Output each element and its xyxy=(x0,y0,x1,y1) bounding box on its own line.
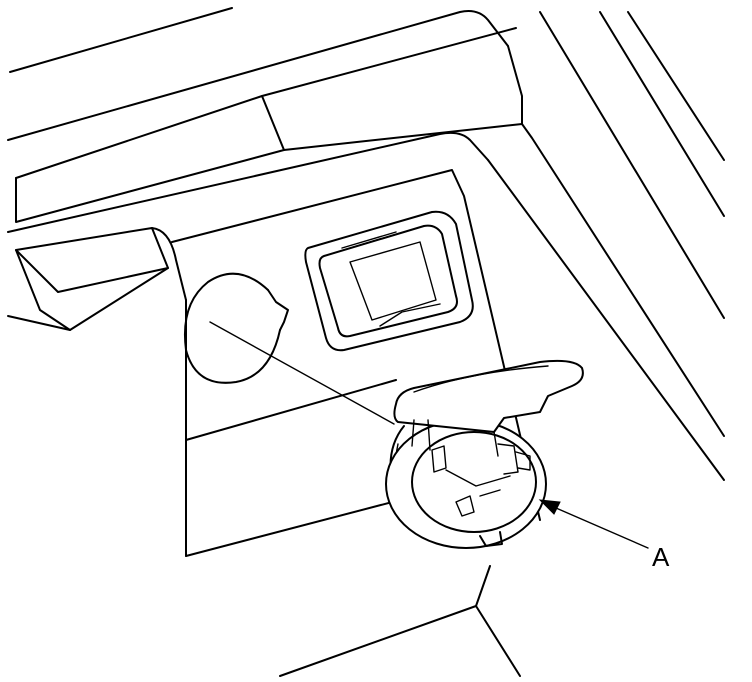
installation-leader-line xyxy=(209,321,395,425)
callout-a: A xyxy=(538,499,670,572)
callout-a-label: A xyxy=(652,542,670,572)
socket-hole xyxy=(184,272,289,384)
socket-holder xyxy=(385,359,584,549)
callout-a-leader xyxy=(555,507,649,549)
front-trim xyxy=(7,227,187,331)
lower-console xyxy=(279,565,521,677)
callout-a-arrowhead xyxy=(538,499,561,515)
side-panel xyxy=(487,11,725,481)
switch-button xyxy=(304,210,474,352)
upper-console xyxy=(7,7,725,437)
